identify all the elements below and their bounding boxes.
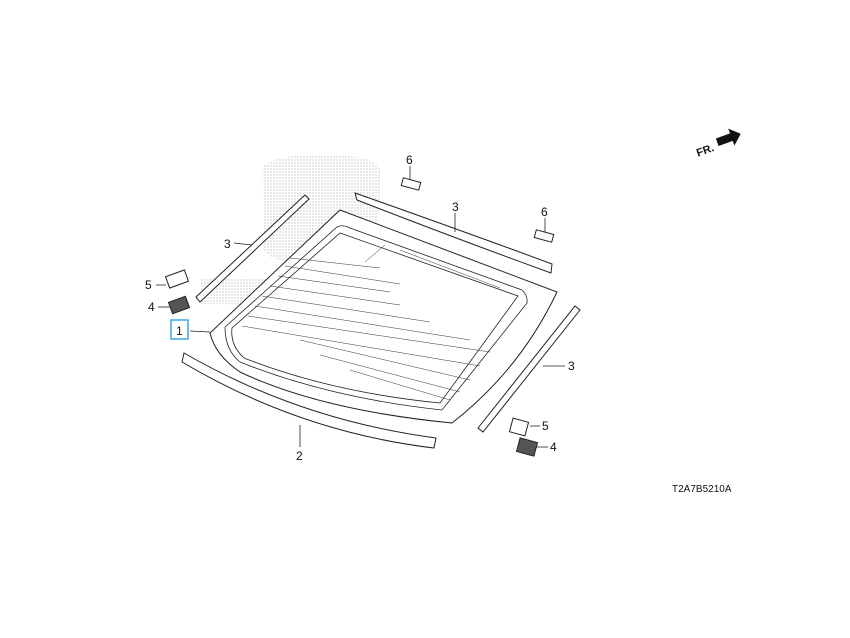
right-spacer [515,437,539,457]
callout-5-right[interactable]: 5 [542,419,549,433]
lower-molding [181,352,437,449]
selected-part-highlight[interactable] [170,319,189,340]
callout-1[interactable]: 1 [176,324,183,338]
callout-3-top[interactable]: 3 [452,200,459,214]
front-label: FR. [695,142,716,159]
callout-2[interactable]: 2 [296,449,303,463]
callout-6-left[interactable]: 6 [406,153,413,167]
left-pad [164,269,190,289]
right-clip [533,229,555,243]
front-direction-indicator: FR. [695,128,741,160]
callout-3-left[interactable]: 3 [224,237,231,251]
right-pad [508,417,530,437]
right-molding [477,305,581,433]
left-molding [195,194,310,303]
top-molding [354,192,553,274]
callout-5-left[interactable]: 5 [145,278,152,292]
callout-4-right[interactable]: 4 [550,440,557,454]
arrow-right-icon [715,128,741,147]
callout-4-left[interactable]: 4 [148,300,155,314]
left-clip [400,177,422,191]
callout-6-right[interactable]: 6 [541,205,548,219]
callout-3-right[interactable]: 3 [568,359,575,373]
rear-windshield-glass [209,209,558,424]
leader-lines [156,166,565,448]
left-spacer [167,295,191,315]
diagram-code: T2A7B5210A [672,484,732,495]
